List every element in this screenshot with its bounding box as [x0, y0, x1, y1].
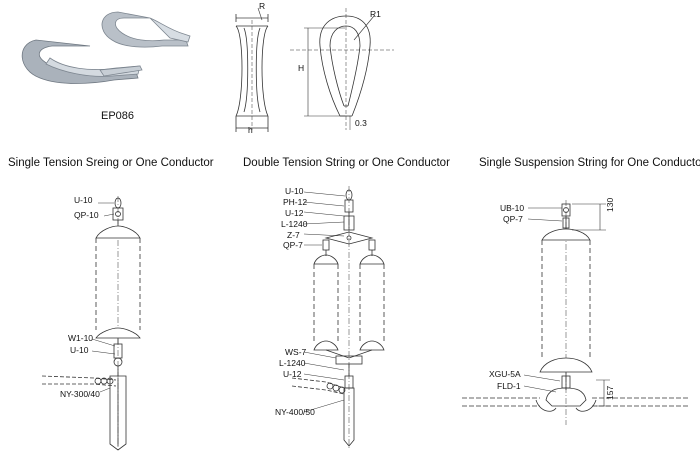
assembly-single-tension — [41, 196, 141, 451]
part-label: NY-400/50 — [275, 407, 315, 417]
part-label: FLD-1 — [497, 381, 521, 391]
thimble-front-view — [290, 8, 394, 130]
product-code: EP086 — [101, 110, 135, 122]
section-title-single-tension: Single Tension Sreing or One Conductor — [8, 157, 214, 169]
dim-radius-large: R1 — [370, 9, 381, 19]
dim-height: H — [298, 63, 305, 73]
part-label: Z-7 — [287, 230, 300, 240]
part-label: U-12 — [283, 369, 302, 379]
dim-thickness: 0.3 — [355, 118, 367, 128]
dim-width: h — [248, 125, 253, 135]
part-label: U-10 — [285, 186, 304, 196]
thimble-side-view — [235, 7, 269, 132]
part-label: U-10 — [70, 345, 89, 355]
leader-lines — [91, 191, 563, 413]
assembly-double-tension — [291, 186, 385, 450]
part-label: UB-10 — [500, 203, 525, 213]
part-label: WS-7 — [285, 347, 307, 357]
part-label: QP-10 — [74, 210, 99, 220]
part-label: QP-7 — [503, 214, 523, 224]
dim-radius-small: R — [259, 1, 266, 11]
part-label: NY-300/40 — [60, 389, 100, 399]
section-title-double-tension: Double Tension String or One Conductor — [243, 157, 450, 169]
assembly-suspension — [462, 200, 688, 425]
part-label: L-1240 — [281, 219, 308, 229]
part-label: U-10 — [74, 195, 93, 205]
part-label: U-12 — [285, 208, 304, 218]
part-label: W1-10 — [68, 333, 94, 343]
dim-label-157: 157 — [605, 385, 615, 400]
section-title-suspension: Single Suspension String for One Conduct… — [479, 157, 700, 169]
dim-label-130: 130 — [605, 197, 615, 212]
thimble-photo — [21, 11, 191, 84]
part-label: XGU-5A — [489, 369, 521, 379]
part-label: PH-12 — [283, 197, 308, 207]
part-label: QP-7 — [283, 240, 303, 250]
part-label: L-1240 — [279, 358, 306, 368]
